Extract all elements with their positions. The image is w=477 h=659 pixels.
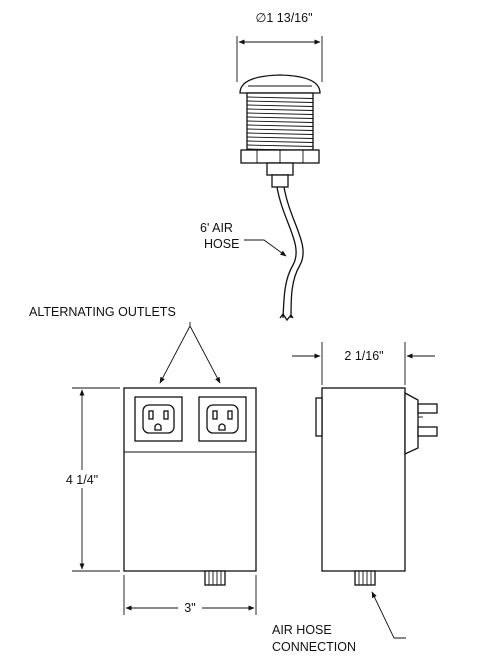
thread-line bbox=[246, 116, 314, 119]
thread-line bbox=[246, 112, 314, 115]
thread-line bbox=[246, 144, 314, 147]
thread-line bbox=[246, 104, 314, 107]
connection-label-line2: CONNECTION bbox=[272, 640, 356, 654]
power-plug bbox=[404, 391, 438, 456]
thread-line bbox=[246, 124, 314, 127]
thread-line bbox=[246, 132, 314, 135]
depth-label: 2 1/16" bbox=[344, 349, 383, 363]
thread-line bbox=[246, 96, 314, 99]
button-diameter-label: ∅1 13/16" bbox=[255, 11, 312, 25]
outlets-leader-right bbox=[189, 325, 221, 384]
hose-nozzle bbox=[266, 162, 294, 176]
side-view: 2 1/16" AIR HOSE CONNECTION bbox=[272, 342, 438, 654]
air-button: ∅1 13/16" 6' AIR HOSE bbox=[200, 11, 323, 322]
front-view: ALTERNATING OUTLETS bbox=[29, 305, 257, 616]
height-label: 4 1/4" bbox=[66, 473, 98, 487]
air-hose-label-line1: 6' AIR bbox=[200, 221, 233, 235]
connection-label-line1: AIR HOSE bbox=[272, 623, 332, 637]
thread-line bbox=[246, 108, 314, 111]
thread-line bbox=[246, 140, 314, 143]
thread-line bbox=[246, 120, 314, 123]
side-hose-connector bbox=[354, 570, 376, 586]
width-label: 3" bbox=[184, 601, 195, 615]
front-hose-connector bbox=[204, 570, 226, 586]
air-hose-leader bbox=[244, 239, 287, 257]
thread-line bbox=[246, 128, 314, 131]
thread-line bbox=[246, 100, 314, 103]
outlet-left bbox=[134, 396, 183, 442]
thread-line bbox=[246, 136, 314, 139]
air-hose bbox=[276, 186, 297, 319]
outlets-label: ALTERNATING OUTLETS bbox=[29, 305, 176, 319]
side-tab bbox=[315, 397, 323, 437]
outlet-right bbox=[198, 396, 247, 442]
connection-leader bbox=[371, 591, 406, 639]
button-cap bbox=[239, 74, 321, 94]
air-hose-label-line2: HOSE bbox=[204, 237, 239, 251]
control-box-side bbox=[321, 387, 406, 572]
outlets-leader-left bbox=[159, 325, 191, 384]
